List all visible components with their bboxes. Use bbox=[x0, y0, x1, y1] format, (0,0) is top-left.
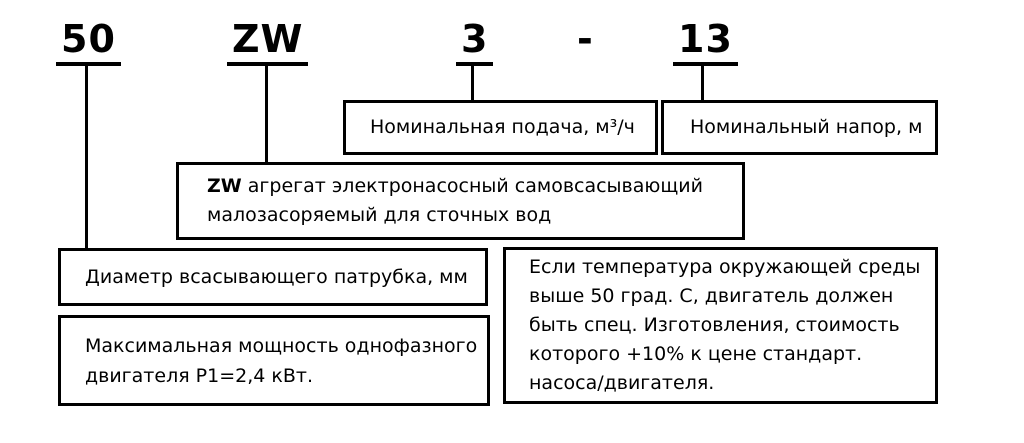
code-part-head: 13 bbox=[673, 17, 738, 66]
code-part-diameter: 50 bbox=[56, 17, 121, 66]
temperature-note-line5: насоса/двигателя. bbox=[529, 372, 715, 394]
temperature-note-line4: которого +10% к цене стандарт. bbox=[529, 343, 863, 365]
connector-line-diameter bbox=[85, 64, 88, 248]
series-abbreviation: ZW bbox=[207, 175, 242, 197]
series-description-line2: малозасоряемый для сточных вод bbox=[207, 204, 552, 226]
code-part-series: ZW bbox=[227, 17, 309, 66]
series-description-line1: ZW агрегат электронасосный самовсасывающ… bbox=[207, 172, 742, 201]
series-description-line1-text: агрегат электронасосный самовсасывающий bbox=[241, 175, 703, 197]
max-power-line1: Максимальная мощность однофазного bbox=[85, 334, 478, 357]
nominal-flow-label: Номинальная подача, м³/ч bbox=[370, 116, 635, 138]
code-part-flow: 3 bbox=[456, 17, 494, 66]
callout-box-max-power: Максимальная мощность однофазного двигат… bbox=[58, 315, 490, 406]
max-power-line2: двигателя Р1=2,4 кВт. bbox=[85, 364, 314, 387]
connector-line-flow bbox=[471, 64, 474, 100]
callout-box-temperature-note: Если температура окружающей среды выше 5… bbox=[503, 247, 938, 404]
connector-line-head bbox=[701, 64, 704, 100]
temperature-note-line1: Если температура окружающей среды bbox=[529, 256, 921, 278]
temperature-note-line3: быть спец. Изготовления, стоимость bbox=[529, 314, 900, 336]
callout-box-nominal-flow: Номинальная подача, м³/ч bbox=[343, 100, 658, 155]
callout-box-series-description: ZW агрегат электронасосный самовсасывающ… bbox=[176, 162, 745, 240]
callout-box-suction-diameter: Диаметр всасывающего патрубка, мм bbox=[58, 248, 488, 306]
callout-box-nominal-head: Номинальный напор, м bbox=[661, 100, 938, 155]
connector-line-series bbox=[265, 64, 268, 162]
nominal-head-label: Номинальный напор, м bbox=[690, 116, 923, 138]
code-separator-dash: - bbox=[577, 17, 593, 61]
suction-diameter-label: Диаметр всасывающего патрубка, мм bbox=[85, 265, 468, 288]
temperature-note-line2: выше 50 град. С, двигатель должен bbox=[529, 285, 894, 307]
